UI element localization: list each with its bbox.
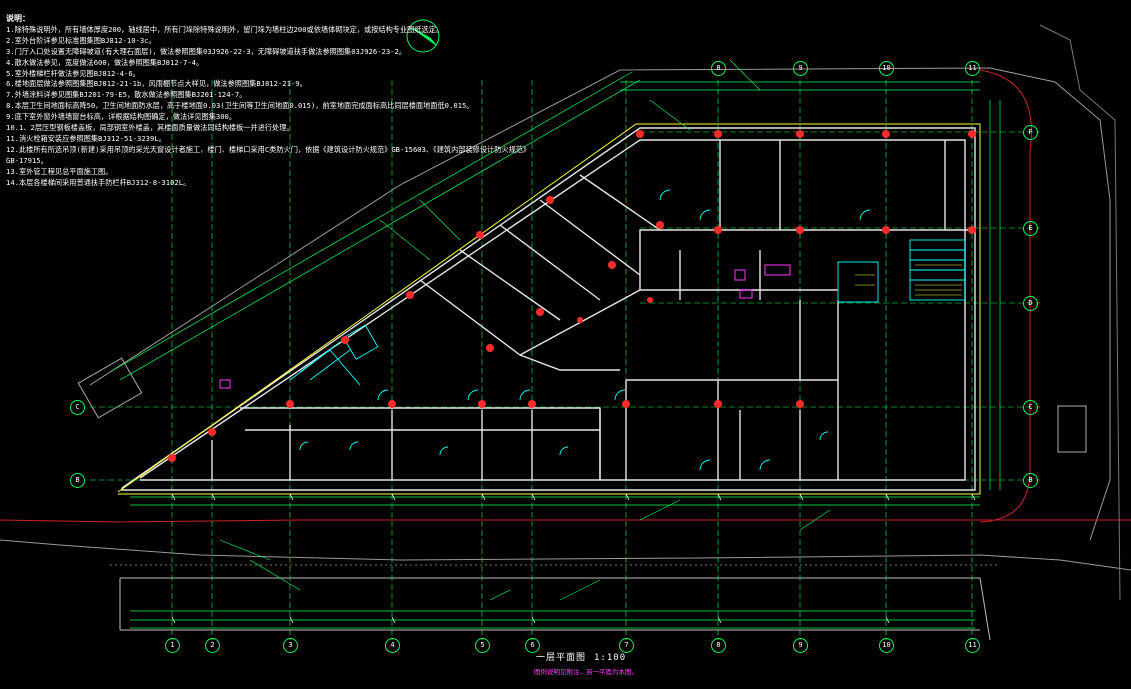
- note-line: 14.本层各楼梯间采用普通扶手防栏杆BJ312-8-3102L。: [6, 177, 191, 187]
- note-line: 7.外墙涂料详参见图集BJ201-79-E5，散水做法参照图集BJ201-124…: [6, 90, 247, 100]
- axis-bubble-8-top: 8: [711, 61, 726, 76]
- axis-bubble-3: 3: [283, 638, 298, 653]
- note-line: 1.除特殊说明外，所有墙体厚度200，轴线居中，所有门垛除特殊说明外，留门垛为墙…: [6, 24, 444, 34]
- axis-grid: [90, 80, 1040, 640]
- dimension-lines: [109, 71, 1001, 629]
- axis-bubble-10-top: 10: [879, 61, 894, 76]
- columns: [168, 130, 976, 462]
- note-line: 10.1、2层压型钢板楼盖板，局部钢室外楼盖，其楼面质量做法同结构楼板一并进行处…: [6, 123, 294, 133]
- note-line: 11.消火栓箱安装应参照图集BJ312-51-3239L。: [6, 133, 166, 143]
- axis-bubble-C: C: [1023, 400, 1038, 415]
- axis-bubble-D: D: [1023, 296, 1038, 311]
- axis-bubble-B: B: [1023, 473, 1038, 488]
- axis-bubble-4: 4: [385, 638, 400, 653]
- drawing-title: 一层平面图 1:100: [536, 650, 626, 663]
- drawing-subtitle: 图例说明见附注，另一平面为本图。: [534, 668, 638, 676]
- axis-bubble-C-left: C: [70, 400, 85, 415]
- stair-hatch: [855, 264, 962, 296]
- axis-bubble-8: 8: [711, 638, 726, 653]
- note-line: 2.室外台阶详参见标准图集图BJ812-10-3c。: [6, 35, 156, 45]
- note-line: 6.楼地面层做法参照图集图BJ812-21-1b，风雨棚节点大样见，做法参照图集…: [6, 79, 307, 89]
- axis-bubble-7: 7: [619, 638, 634, 653]
- axis-bubble-9: 9: [793, 638, 808, 653]
- note-line: 13.室外管工程见总平面施工图。: [6, 166, 113, 176]
- drawing-scale: 1:100: [594, 653, 627, 663]
- doors-windows: [289, 189, 966, 471]
- axis-bubble-E: E: [1023, 221, 1038, 236]
- magenta-fixtures: [219, 264, 791, 389]
- building-outline-yellow: [117, 123, 981, 495]
- notes-header: 说明：: [6, 14, 30, 23]
- axis-bubble-11: 11: [965, 638, 980, 653]
- note-line: 5.室外楼梯栏杆做法参见图BJ812-4-6。: [6, 68, 140, 78]
- drawing-title-text: 一层平面图: [536, 653, 587, 663]
- axis-bubble-11-top: 11: [965, 61, 980, 76]
- note-line: 4.散水做法参见，宽度做法600，做法参照图集BJ812-7-4。: [6, 57, 204, 67]
- axis-bubble-10: 10: [879, 638, 894, 653]
- axis-bubble-6: 6: [525, 638, 540, 653]
- axis-bubble-5: 5: [475, 638, 490, 653]
- leader-lines: [219, 59, 831, 601]
- axis-bubble-9-top: 9: [793, 61, 808, 76]
- note-line: 8.本层卫生间地面标高降50，卫生间地面防水层，高于楼地面0.03(卫生间等卫生…: [6, 101, 474, 111]
- note-line: 3.门厅入口处设置无障碍坡道(有大理石面层)，做法参照图集03J926-22-3…: [6, 46, 407, 56]
- north-arrow-icon: [406, 19, 440, 53]
- dimension-ticks: [171, 493, 976, 624]
- note-line: GB-17915。: [6, 155, 48, 165]
- axis-bubble-1: 1: [165, 638, 180, 653]
- general-notes: 说明： 1.除特殊说明外，所有墙体厚度200，轴线居中，所有门垛除特殊说明外，留…: [6, 14, 531, 189]
- site-boundary: [0, 24, 1131, 641]
- axis-bubble-2: 2: [205, 638, 220, 653]
- axis-bubble-B-left: B: [70, 473, 85, 488]
- note-line: 9.底下室外窗外墙墙窗台标高，详根据结构图确定，做法详见图集300。: [6, 112, 237, 122]
- note-line: 12.此楼所有所选吊顶(新建)采用吊顶的采光天窗设计者施工，楼门、楼梯口采用C类…: [6, 144, 531, 154]
- axis-bubble-F: F: [1023, 125, 1038, 140]
